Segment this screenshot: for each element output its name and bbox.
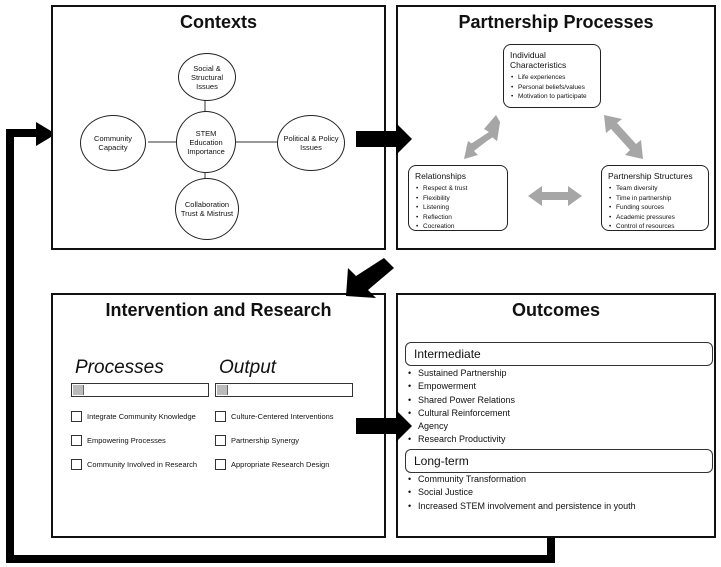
list-item: Agency (406, 420, 515, 434)
individual-characteristics-title: Individual Characteristics (510, 50, 567, 70)
list-item: Personal beliefs/values (511, 83, 594, 93)
list-item: Life experiences (511, 73, 594, 83)
intervention-title: Intervention and Research (105, 300, 332, 320)
contexts-panel: Contexts Social & Structural Issues Comm… (51, 5, 386, 250)
list-item: Reflection (416, 213, 501, 223)
intermediate-header: Intermediate (405, 342, 713, 366)
double-arrow-left (466, 115, 500, 152)
contexts-title: Contexts (179, 12, 257, 32)
partnership-title: Partnership Processes (458, 12, 654, 32)
output-progress-bar (215, 383, 353, 397)
list-item: Research Productivity (406, 433, 515, 447)
list-item: Respect & trust (416, 184, 501, 194)
double-arrow-horizontal (528, 186, 582, 206)
node-stem-importance: STEM Education Importance (176, 111, 236, 173)
checkbox[interactable] (71, 435, 82, 446)
partnership-panel: Partnership Processes Individual Charact… (396, 5, 716, 250)
node-community-capacity: Community Capacity (80, 115, 146, 171)
relationships-box: Relationships Respect & trust Flexibilit… (408, 165, 508, 231)
output-heading: Output (219, 357, 277, 378)
node-political-policy: Political & Policy Issues (277, 115, 345, 171)
list-item: Control of resources (609, 222, 702, 232)
node-social-structural: Social & Structural Issues (178, 53, 236, 101)
checkbox[interactable] (215, 411, 226, 422)
checkbox-item[interactable]: Appropriate Research Design (215, 459, 329, 470)
list-item: Flexibility (416, 194, 501, 204)
list-item: Social Justice (406, 486, 636, 500)
relationships-title: Relationships (415, 171, 467, 181)
list-item: Team diversity (609, 184, 702, 194)
processes-progress-bar (71, 383, 209, 397)
individual-characteristics-box: Individual Characteristics Life experien… (503, 44, 601, 108)
list-item: Shared Power Relations (406, 394, 515, 408)
arrow-partnership-to-intervention (346, 258, 394, 298)
list-item: Community Transformation (406, 473, 636, 487)
checkbox-label: Integrate Community Knowledge (87, 412, 196, 421)
list-item: Listening (416, 203, 501, 213)
checkbox-label: Partnership Synergy (231, 436, 299, 445)
list-item: Motivation to participate (511, 92, 594, 102)
outcomes-title: Outcomes (511, 300, 601, 320)
intermediate-list: Sustained Partnership Empowerment Shared… (406, 367, 515, 447)
longterm-list: Community Transformation Social Justice … (406, 473, 636, 513)
checkbox[interactable] (215, 459, 226, 470)
partnership-structures-title: Partnership Structures (608, 171, 693, 181)
checkbox-label: Empowering Processes (87, 436, 166, 445)
checkbox-label: Community Involved in Research (87, 460, 198, 469)
list-item: Cocreation (416, 222, 501, 232)
outcomes-panel: Outcomes Intermediate Sustained Partners… (396, 293, 716, 538)
node-collaboration-trust: Collaboration Trust & Mistrust (175, 178, 239, 240)
intervention-panel: Intervention and Research Processes Outp… (51, 293, 386, 538)
longterm-header: Long-term (405, 449, 713, 473)
checkbox-item[interactable]: Community Involved in Research (71, 459, 197, 470)
checkbox-item[interactable]: Integrate Community Knowledge (71, 411, 196, 422)
partnership-structures-box: Partnership Structures Team diversity Ti… (601, 165, 709, 231)
checkbox-item[interactable]: Partnership Synergy (215, 435, 299, 446)
checkbox[interactable] (215, 435, 226, 446)
list-item: Funding sources (609, 203, 702, 213)
list-item: Academic pressures (609, 213, 702, 223)
checkbox[interactable] (71, 459, 82, 470)
list-item: Increased STEM involvement and persisten… (406, 500, 636, 514)
list-item: Empowerment (406, 380, 515, 394)
checkbox-label: Appropriate Research Design (231, 460, 330, 469)
checkbox-item[interactable]: Empowering Processes (71, 435, 166, 446)
list-item: Sustained Partnership (406, 367, 515, 381)
list-item: Cultural Reinforcement (406, 407, 515, 421)
list-item: Time in partnership (609, 194, 702, 204)
processes-heading: Processes (75, 357, 164, 378)
checkbox[interactable] (71, 411, 82, 422)
checkbox-item[interactable]: Culture-Centered Interventions (215, 411, 334, 422)
double-arrow-right (604, 115, 643, 159)
checkbox-label: Culture-Centered Interventions (231, 412, 334, 421)
